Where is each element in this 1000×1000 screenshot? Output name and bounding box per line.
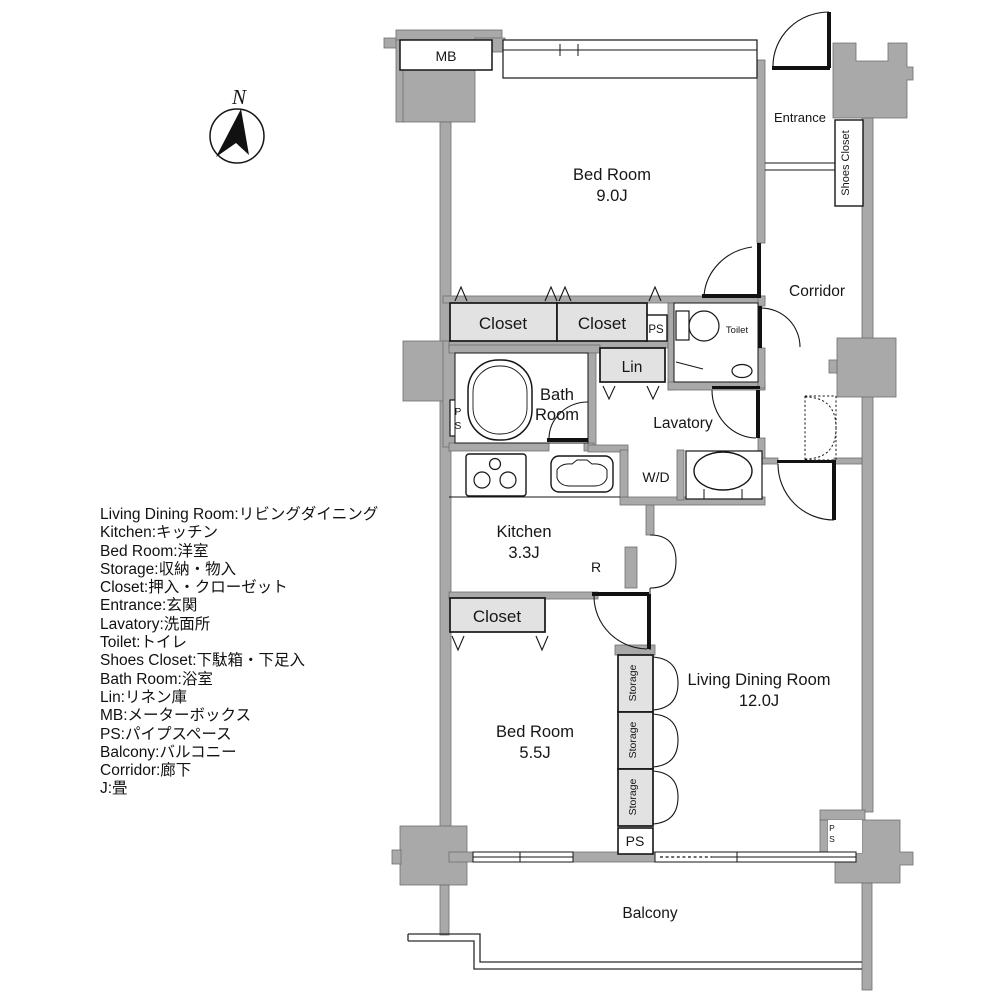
legend-line: Balcony:バルコニー: [100, 743, 237, 761]
lin-label: Lin: [622, 359, 643, 376]
balcony-label: Balcony: [622, 905, 677, 922]
toilet-door: [758, 306, 801, 348]
storage-2-box: [617, 711, 654, 770]
shoes-closet-label: Shoes Closet: [840, 130, 852, 195]
pipe-space-storage-box: [617, 827, 654, 855]
bathtub: [467, 359, 533, 441]
mb-box: [399, 39, 493, 71]
bath-line2: Room: [535, 406, 579, 424]
legend-line: MB:メーターボックス: [100, 707, 252, 725]
ps-bottomright-p: P: [829, 823, 835, 833]
legend-line: Toilet:トイレ: [100, 634, 187, 652]
lavatory-door: [711, 386, 760, 439]
legend-line: Shoes Closet:下駄箱・下足入: [100, 652, 305, 670]
balcony-rail: [407, 933, 862, 970]
ps-left-s: S: [455, 421, 462, 432]
closet-3-label: Closet: [473, 607, 521, 626]
entrance-label: Entrance: [774, 110, 826, 125]
room-labels: MB Bed Room 9.0J Entrance Shoes Closet C…: [436, 48, 853, 922]
doors: [547, 11, 837, 825]
legend-line: Closet:押入・クローゼット: [100, 579, 288, 597]
closet-3-box: [449, 597, 546, 633]
legend-line: Living Dining Room:リビングダイニング: [100, 506, 379, 523]
toilet-label: Toilet: [726, 325, 749, 336]
closet-1-box: [449, 302, 558, 342]
living-name: Living Dining Room: [687, 671, 830, 689]
fixtures: [449, 302, 763, 500]
bedroom9-name: Bed Room: [573, 166, 651, 184]
toilet-fixture: [675, 310, 753, 379]
living-window: [654, 851, 857, 863]
storage-doors: [652, 656, 679, 825]
compass: N: [209, 85, 265, 164]
ps-left-p: P: [455, 407, 462, 418]
kitchen-name: Kitchen: [496, 523, 551, 541]
legend-line: Lavatory:洗面所: [100, 615, 211, 633]
legend-line: PS:パイプスペース: [100, 725, 232, 743]
living-size: 12.0J: [739, 692, 779, 710]
entrance-step: [765, 162, 835, 171]
storage-2-label: Storage: [627, 721, 639, 758]
ps-bottomright-s: S: [829, 834, 835, 844]
compass-circle: [209, 108, 265, 164]
closets: [449, 302, 666, 827]
ps-storage-label: PS: [626, 833, 645, 849]
legend-line: Storage:収納・物入: [100, 560, 237, 578]
bedroom55-door: [592, 592, 651, 650]
kitchen-sink: [550, 455, 614, 493]
bedroom9-size: 9.0J: [596, 187, 627, 205]
kitchen-double-door: [649, 534, 677, 650]
legend-line: Bath Room:浴室: [100, 670, 213, 688]
windows-and-boxes: [399, 39, 864, 863]
legend-line: Kitchen:キッチン: [100, 524, 219, 542]
closet-2-label: Closet: [578, 314, 626, 333]
washer-dryer-label: W/D: [642, 469, 669, 485]
bath-door: [547, 401, 589, 442]
living-door: [777, 460, 836, 521]
fridge-label: R: [591, 559, 601, 575]
walls: [383, 29, 914, 991]
entrance-door: [772, 11, 831, 70]
storage-1-label: Storage: [627, 664, 639, 701]
legend-line: Lin:リネン庫: [100, 688, 187, 706]
storage-3-label: Storage: [627, 778, 639, 815]
bedroom9-door: [702, 243, 761, 298]
compass-north-label: N: [231, 85, 247, 109]
legend-line: Corridor:廊下: [100, 762, 192, 780]
pipe-space-bottomright-box: [828, 820, 862, 853]
stove: [465, 453, 527, 497]
corridor-label: Corridor: [789, 283, 845, 300]
legend: Living Dining Room:リビングダイニング Kitchen:キッチ…: [100, 506, 378, 799]
mb-label: MB: [436, 48, 457, 64]
wash-basin: [685, 450, 763, 500]
shoes-closet-box: [834, 119, 864, 207]
bedroom55-name: Bed Room: [496, 723, 574, 741]
closet-1-label: Closet: [479, 314, 527, 333]
ps-closetrow-label: PS: [648, 324, 664, 336]
storage-1-box: [617, 654, 654, 713]
storage-3-box: [617, 768, 654, 827]
legend-line: Bed Room:洋室: [100, 542, 209, 560]
closet-2-box: [556, 302, 648, 342]
legend-line: Entrance:玄関: [100, 597, 198, 615]
north-arrow-icon: [216, 109, 249, 157]
bedroom55-window: [472, 851, 574, 863]
lavatory-label: Lavatory: [653, 415, 713, 432]
lin-box: [599, 347, 666, 383]
bedroom9-window: [502, 39, 758, 79]
chevron-marks: [451, 285, 662, 652]
bath-line1: Bath: [540, 386, 574, 404]
corridor-closet-dotted: [804, 395, 837, 461]
bedroom55-size: 5.5J: [519, 744, 550, 762]
kitchen-size: 3.3J: [508, 544, 539, 562]
legend-line: J:畳: [100, 780, 128, 798]
